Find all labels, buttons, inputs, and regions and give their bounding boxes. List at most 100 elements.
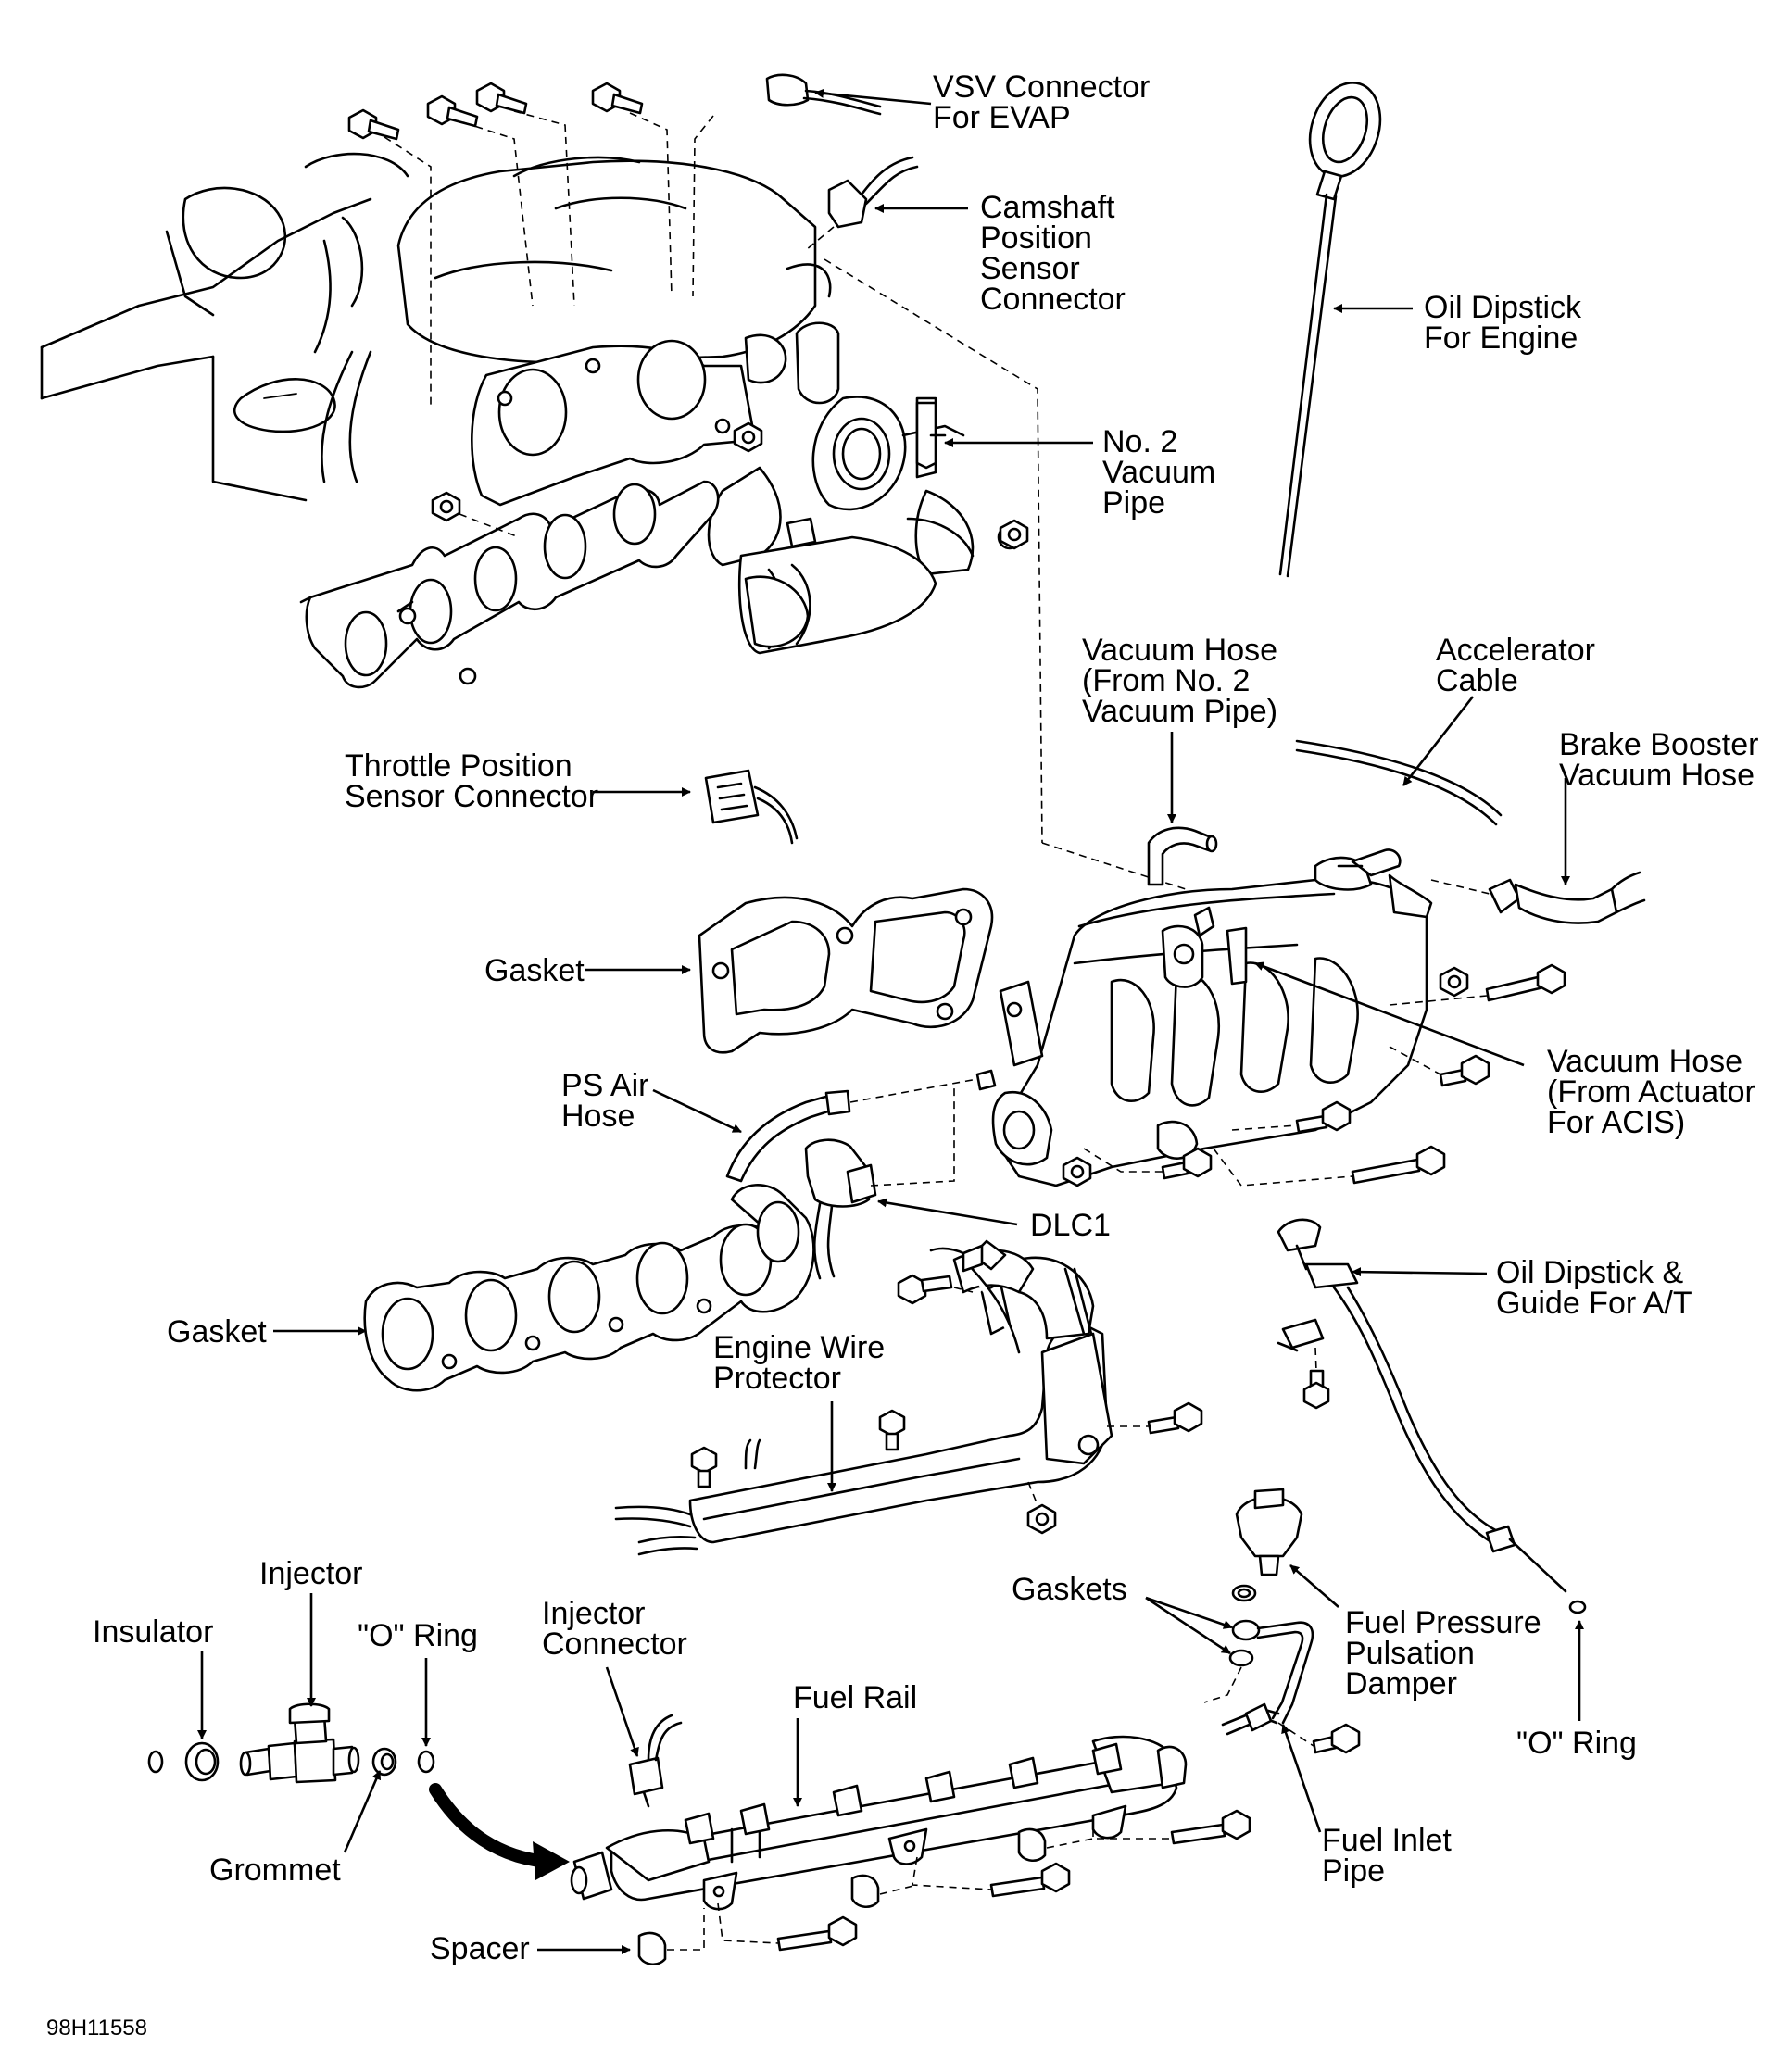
svg-text:Vacuum Hose: Vacuum Hose: [1547, 1044, 1742, 1079]
svg-text:Gasket: Gasket: [484, 953, 585, 988]
svg-text:Vacuum Hose: Vacuum Hose: [1082, 633, 1277, 668]
install-direction-arrow: [429, 1783, 553, 1868]
label-fuel-rail: Fuel Rail: [793, 1680, 917, 1715]
label-ps-air-hose: PS Air Hose: [561, 1068, 648, 1134]
svg-text:Injector: Injector: [259, 1556, 363, 1591]
protector-bolt-1: [690, 1446, 718, 1488]
nut-mid: [733, 421, 763, 453]
svg-text:For EVAP: For EVAP: [933, 100, 1071, 135]
label-vacuum-hose-no2: Vacuum Hose (From No. 2 Vacuum Pipe): [1082, 633, 1277, 729]
svg-text:Guide For A/T: Guide For A/T: [1496, 1286, 1692, 1321]
bolt-1: [347, 108, 432, 408]
no2-vacuum-pipe: [915, 401, 947, 470]
manifold-bolt-long-2: [1351, 1145, 1446, 1185]
svg-text:Gasket: Gasket: [167, 1314, 267, 1350]
label-vacuum-hose-acis: Vacuum Hose (From Actuator For ACIS): [1547, 1044, 1755, 1140]
label-o-ring-left: "O" Ring: [358, 1618, 478, 1653]
nut-right: [999, 519, 1029, 550]
svg-text:Sensor: Sensor: [980, 251, 1080, 286]
rail-bolt-3: [776, 1915, 858, 1952]
vsv-connector: [765, 73, 882, 116]
label-accelerator-cable: Accelerator Cable: [1436, 633, 1595, 698]
accelerator-cable: [1295, 739, 1503, 826]
svg-text:Cable: Cable: [1436, 663, 1518, 698]
label-grommet: Grommet: [209, 1852, 341, 1888]
svg-text:"O" Ring: "O" Ring: [358, 1618, 478, 1653]
svg-text:Hose: Hose: [561, 1099, 635, 1134]
intake-gasket-upper-area: [299, 480, 810, 689]
svg-text:Fuel Inlet: Fuel Inlet: [1322, 1823, 1452, 1858]
svg-text:Accelerator: Accelerator: [1436, 633, 1595, 668]
svg-text:(From Actuator: (From Actuator: [1547, 1074, 1755, 1110]
fuel-rail-hardware: [637, 1809, 1251, 1965]
svg-text:Position: Position: [980, 220, 1092, 256]
svg-text:VSV Connector: VSV Connector: [933, 69, 1150, 105]
label-camshaft-sensor-connector: Camshaft Position Sensor Connector: [980, 190, 1126, 317]
manifold-nut: [1062, 1156, 1092, 1187]
svg-text:Vacuum Hose: Vacuum Hose: [1559, 758, 1755, 793]
protector-bracket-bolt: [897, 1274, 974, 1305]
intake-manifold-upper: [313, 156, 1023, 655]
bolt-2: [426, 94, 534, 307]
svg-text:Insulator: Insulator: [93, 1614, 213, 1650]
figure-id: 98H11558: [46, 2015, 147, 2041]
svg-text:Injector: Injector: [542, 1596, 646, 1631]
spacer-2: [850, 1874, 880, 1908]
svg-text:Engine Wire: Engine Wire: [713, 1330, 885, 1365]
manifold-bolt-4: [1161, 1147, 1213, 1180]
label-o-ring-right: "O" Ring: [1516, 1726, 1637, 1761]
label-gaskets: Gaskets: [1012, 1572, 1127, 1607]
svg-text:For Engine: For Engine: [1424, 320, 1578, 356]
label-engine-wire-protector: Engine Wire Protector: [713, 1330, 885, 1396]
oil-dipstick-at: [1277, 1218, 1587, 1614]
svg-text:Fuel Rail: Fuel Rail: [793, 1680, 917, 1715]
svg-text:(From No. 2: (From No. 2: [1082, 663, 1250, 698]
gasket-middle: [698, 887, 994, 1054]
svg-text:Connector: Connector: [542, 1626, 687, 1662]
label-vsv-connector: VSV Connector For EVAP: [933, 69, 1150, 135]
label-throttle-position-connector: Throttle Position Sensor Connector: [345, 748, 598, 814]
fuel-rail: [570, 1735, 1188, 1911]
fuel-pressure-damper: [1231, 1488, 1303, 1602]
label-oil-dipstick-engine: Oil Dipstick For Engine: [1424, 290, 1582, 356]
svg-text:Protector: Protector: [713, 1361, 841, 1396]
svg-text:Grommet: Grommet: [209, 1852, 341, 1888]
label-injector-connector: Injector Connector: [542, 1596, 687, 1662]
label-gasket-upper: Gasket: [484, 953, 585, 988]
camshaft-sensor-connector: [805, 156, 919, 251]
svg-text:Sensor Connector: Sensor Connector: [345, 779, 598, 814]
vacuum-hose-no2: [1147, 826, 1218, 886]
label-spacer: Spacer: [430, 1931, 530, 1966]
o-ring-part: [417, 1750, 435, 1774]
svg-text:Camshaft: Camshaft: [980, 190, 1115, 225]
svg-text:Vacuum Pipe): Vacuum Pipe): [1082, 694, 1277, 729]
label-gasket-lower: Gasket: [167, 1314, 267, 1350]
svg-text:Spacer: Spacer: [430, 1931, 530, 1966]
injector-assembly: [147, 1702, 435, 1784]
svg-text:No. 2: No. 2: [1102, 424, 1177, 459]
install-direction-arrowhead: [533, 1841, 570, 1880]
svg-text:Pipe: Pipe: [1322, 1853, 1385, 1889]
insulator-ring-small: [147, 1750, 164, 1774]
svg-text:Oil Dipstick &: Oil Dipstick &: [1496, 1255, 1683, 1290]
svg-text:DLC1: DLC1: [1030, 1208, 1111, 1243]
spacer-1: [1017, 1827, 1047, 1862]
insulator: [184, 1741, 220, 1782]
svg-text:Fuel Pressure: Fuel Pressure: [1345, 1605, 1541, 1640]
bolt-3: [475, 82, 575, 307]
spacer-3: [637, 1931, 667, 1965]
svg-text:Pulsation: Pulsation: [1345, 1636, 1475, 1671]
svg-text:Throttle Position: Throttle Position: [345, 748, 572, 784]
manifold-bolts: [1062, 963, 1566, 1187]
engine-block: [40, 152, 409, 502]
manifold-bolt-3: [1295, 1100, 1352, 1134]
callout-arrows: [197, 88, 1584, 1954]
svg-text:"O" Ring: "O" Ring: [1516, 1726, 1637, 1761]
gasket-lower: [363, 1184, 815, 1392]
svg-text:Vacuum: Vacuum: [1102, 455, 1215, 490]
manifold-bolt-1: [1439, 966, 1469, 998]
injector-connector: [628, 1714, 683, 1808]
svg-text:Pipe: Pipe: [1102, 485, 1165, 521]
grommet-part: [371, 1747, 397, 1777]
